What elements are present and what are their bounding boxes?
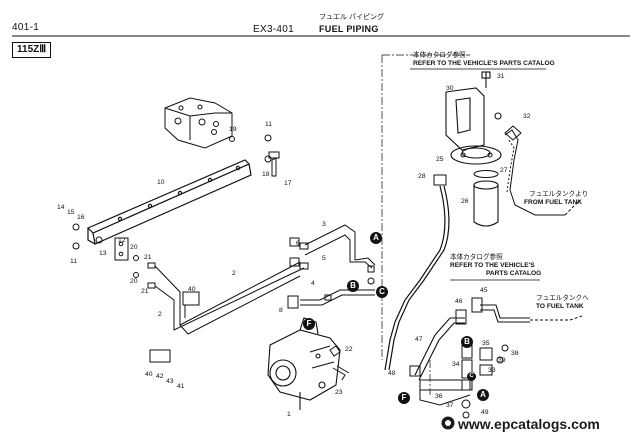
part-39: 39: [498, 357, 506, 364]
part-40-lower: 40: [145, 371, 153, 378]
part-30: 30: [446, 85, 454, 92]
part-11-top: 11: [265, 121, 273, 128]
marker-a: A: [370, 232, 382, 244]
page-code: 401-1: [12, 22, 40, 33]
part-16: 16: [77, 214, 85, 221]
control-valve-block: [164, 97, 233, 149]
part-23: 23: [335, 389, 343, 396]
part-26: 26: [461, 198, 469, 205]
part-19: 19: [229, 126, 237, 133]
marker-a-lower: A: [477, 389, 489, 401]
note-mid-ja: 本体カタログ参照: [450, 254, 503, 261]
part-35: 35: [482, 340, 490, 347]
part-48: 48: [388, 370, 396, 377]
part-25: 25: [436, 156, 444, 163]
fuel-filter: [445, 71, 502, 227]
marker-f-lower: F: [398, 392, 410, 404]
part-33: 33: [488, 367, 496, 374]
note-to-tank-ja: フュエルタンクへ: [536, 295, 589, 302]
part-32: 32: [523, 113, 531, 120]
title-ja: フュエル パイピング: [319, 14, 384, 21]
part-3: 3: [322, 221, 326, 228]
marker-b: B: [347, 280, 359, 292]
mounting-bracket: [86, 159, 252, 245]
part-4: 4: [311, 280, 315, 287]
part-36: 36: [435, 393, 443, 400]
note-top-ja: 本体カタログ参照: [413, 52, 466, 59]
part-6: 6: [296, 240, 300, 247]
part-45: 45: [480, 287, 488, 294]
part-41: 41: [177, 383, 185, 390]
part-42: 42: [156, 373, 164, 380]
part-10: 10: [157, 179, 165, 186]
note-from-tank-ja: フュエルタンクより: [529, 191, 589, 198]
part-2: 2: [232, 270, 236, 277]
part-31: 31: [497, 73, 505, 80]
variant-badge: 115ZⅢ: [12, 42, 52, 58]
part-1: 1: [287, 411, 291, 418]
part-18: 18: [262, 171, 270, 178]
marker-c: C: [376, 286, 388, 298]
part-27: 27: [500, 167, 508, 174]
part-34: 34: [452, 361, 460, 368]
part-12: 12: [118, 237, 126, 244]
part-21-upper: 21: [144, 254, 152, 261]
note-top-en: REFER TO THE VEHICLE'S PARTS CATALOG: [413, 60, 555, 67]
part-2-lower: 2: [158, 311, 162, 318]
part-11-left: 11: [70, 258, 78, 265]
site-logo-icon: [441, 416, 455, 430]
part-17: 17: [284, 180, 292, 187]
part-47: 47: [415, 336, 423, 343]
part-14: 14: [57, 204, 65, 211]
part-13: 13: [99, 250, 107, 257]
part-46: 46: [455, 298, 463, 305]
part-37: 37: [446, 402, 454, 409]
page-title: FUEL PIPING: [319, 24, 379, 34]
model-code: EX3-401: [253, 24, 295, 35]
part-5: 5: [322, 255, 326, 262]
part-21-lower: 21: [141, 288, 149, 295]
part-49: 49: [481, 409, 489, 416]
part-28: 28: [418, 173, 426, 180]
marker-b-lower: B: [461, 336, 473, 348]
part-20-lower: 20: [130, 278, 138, 285]
part-20-upper: 20: [130, 244, 138, 251]
watermark-text: www.epcatalogs.com: [458, 416, 600, 432]
marker-c-lower: C: [467, 372, 476, 381]
note-to-tank-en: TO FUEL TANK: [536, 303, 584, 310]
note-mid-en1: REFER TO THE VEHICLE'S: [450, 262, 535, 269]
part-15: 15: [67, 209, 75, 216]
part-43: 43: [166, 378, 174, 385]
part-40-upper: 40: [188, 286, 196, 293]
part-8: 8: [279, 307, 283, 314]
part-38: 38: [511, 350, 519, 357]
marker-f: F: [303, 318, 315, 330]
part-22: 22: [345, 346, 353, 353]
injection-pump: [267, 317, 341, 410]
note-from-tank-en: FROM FUEL TANK: [524, 199, 582, 206]
note-mid-en2: PARTS CATALOG: [486, 270, 542, 277]
fuel-pipe-2: [154, 261, 305, 335]
